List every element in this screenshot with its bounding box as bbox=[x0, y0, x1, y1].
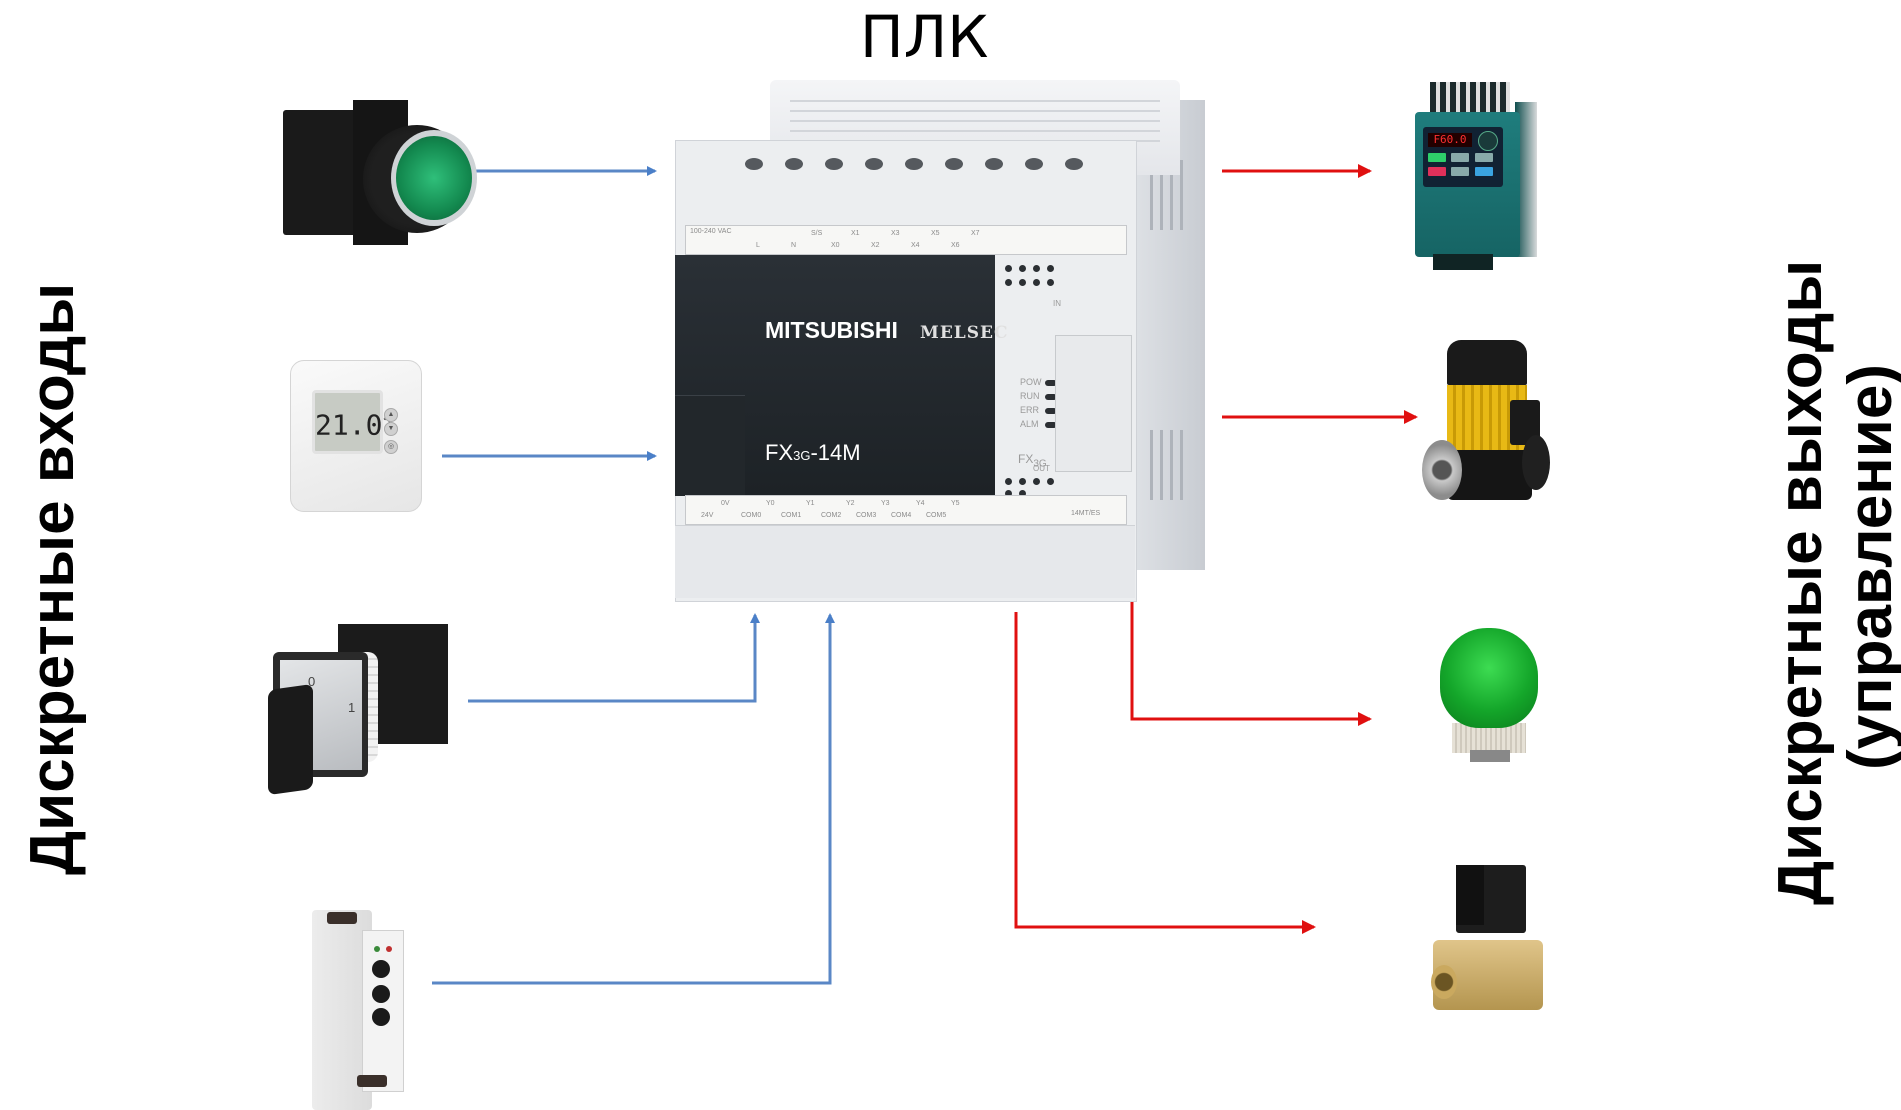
terminal-label: 0V bbox=[721, 500, 730, 507]
terminal-label: COM0 bbox=[741, 512, 762, 519]
terminal-label: Y2 bbox=[846, 500, 855, 507]
input-arrow-4 bbox=[432, 613, 835, 985]
plc-front-panel: MITSUBISHI MELSEC FX3G-14M bbox=[675, 255, 1008, 496]
thermostat-value: 21.0 bbox=[315, 408, 383, 442]
terminal-label: X1 bbox=[851, 230, 860, 237]
terminal-label: COM3 bbox=[856, 512, 877, 519]
plc-port-cover bbox=[675, 395, 745, 496]
out-label: OUT bbox=[1033, 464, 1050, 473]
pilot-lamp-icon bbox=[1440, 628, 1540, 768]
input-arrow-3 bbox=[468, 613, 760, 703]
status-alm-led bbox=[1045, 422, 1057, 428]
status-pow-led bbox=[1045, 380, 1057, 386]
model-prefix: FX bbox=[765, 440, 794, 465]
terminal-label: COM2 bbox=[821, 512, 842, 519]
terminal-label: Y5 bbox=[951, 500, 960, 507]
output-arrow-4 bbox=[1014, 612, 1316, 934]
inverter-display: F60.0 bbox=[1428, 133, 1472, 147]
terminal-label: COM1 bbox=[781, 512, 802, 519]
up-arrow-icon: ▲ bbox=[384, 408, 398, 422]
side-model-prefix: FX bbox=[1018, 452, 1034, 466]
terminal-label: Y1 bbox=[806, 500, 815, 507]
plc-input-terminal-strip: 100-240 VAC L N S/S X0 X1 X2 X3 X4 X5 X6… bbox=[685, 225, 1127, 255]
terminal-label: COM5 bbox=[926, 512, 947, 519]
down-arrow-icon: ▼ bbox=[384, 422, 398, 436]
plc-model: FX3G-14M bbox=[765, 440, 861, 466]
switch-knob bbox=[268, 683, 313, 796]
terminal-label: X6 bbox=[951, 242, 960, 249]
terminal-label: X5 bbox=[931, 230, 940, 237]
terminal-label: X3 bbox=[891, 230, 900, 237]
terminal-label: N bbox=[791, 242, 797, 249]
terminal-label: Y3 bbox=[881, 500, 890, 507]
terminal-label: L bbox=[756, 242, 760, 249]
plc-device: 100-240 VAC L N S/S X0 X1 X2 X3 X4 X5 X6… bbox=[675, 80, 1205, 605]
terminal-label: 24V bbox=[701, 512, 714, 519]
inverter-dial bbox=[1478, 131, 1498, 151]
plc-output-terminal-strip: 24V 0V COM0 Y0 COM1 Y1 COM2 Y2 COM3 Y3 C… bbox=[685, 495, 1127, 525]
status-pow-label: POW bbox=[1020, 377, 1042, 387]
thermostat-icon: 21.0°C ▲ ▼ ◎ bbox=[290, 360, 430, 520]
side-model-sub: 3G bbox=[1033, 458, 1047, 470]
rotary-switch-icon: 0 1 bbox=[258, 612, 458, 796]
solenoid-valve-icon bbox=[1428, 865, 1558, 1025]
plc-brand: MITSUBISHI bbox=[765, 317, 898, 343]
terminal-label: X0 bbox=[831, 242, 840, 249]
model-sub: 3G bbox=[793, 448, 811, 463]
frequency-inverter-icon: F60.0 bbox=[1405, 82, 1545, 272]
terminal-label: Y0 bbox=[766, 500, 775, 507]
terminal-label: X2 bbox=[871, 242, 880, 249]
status-alm-label: ALM bbox=[1020, 419, 1039, 429]
plc-side-panel bbox=[1130, 100, 1205, 570]
status-run-label: RUN bbox=[1020, 391, 1040, 401]
terminal-label: S/S bbox=[811, 230, 823, 237]
output-arrow-3 bbox=[1130, 570, 1372, 726]
din-relay-icon bbox=[302, 890, 432, 1110]
terminal-label: Y4 bbox=[916, 500, 925, 507]
expansion-port-cover bbox=[1055, 335, 1132, 472]
switch-position-0: 0 bbox=[308, 674, 316, 689]
voltage-label: 100-240 VAC bbox=[690, 228, 732, 235]
terminal-label: COM4 bbox=[891, 512, 912, 519]
pump-icon bbox=[1422, 340, 1562, 510]
switch-position-1: 1 bbox=[348, 700, 356, 715]
plc-side-model: FX3G bbox=[1018, 452, 1047, 469]
in-label: IN bbox=[1053, 299, 1061, 308]
status-run-led bbox=[1045, 394, 1057, 400]
plc-series: MELSEC bbox=[920, 323, 1009, 343]
terminal-label: X7 bbox=[971, 230, 980, 237]
plc-title: ПЛК bbox=[860, 3, 989, 71]
plc-code-label: 14MT/ES bbox=[1071, 510, 1101, 517]
status-err-led bbox=[1045, 408, 1057, 414]
model-suffix: -14M bbox=[810, 440, 861, 465]
push-button-icon bbox=[283, 100, 483, 250]
status-err-label: ERR bbox=[1020, 405, 1040, 415]
terminal-label: X4 bbox=[911, 242, 920, 249]
plc-bottom bbox=[675, 525, 1135, 598]
plc-terminal-screws bbox=[745, 152, 1115, 182]
thermostat-display: 21.0°C bbox=[312, 390, 393, 454]
mode-icon: ◎ bbox=[384, 440, 398, 454]
